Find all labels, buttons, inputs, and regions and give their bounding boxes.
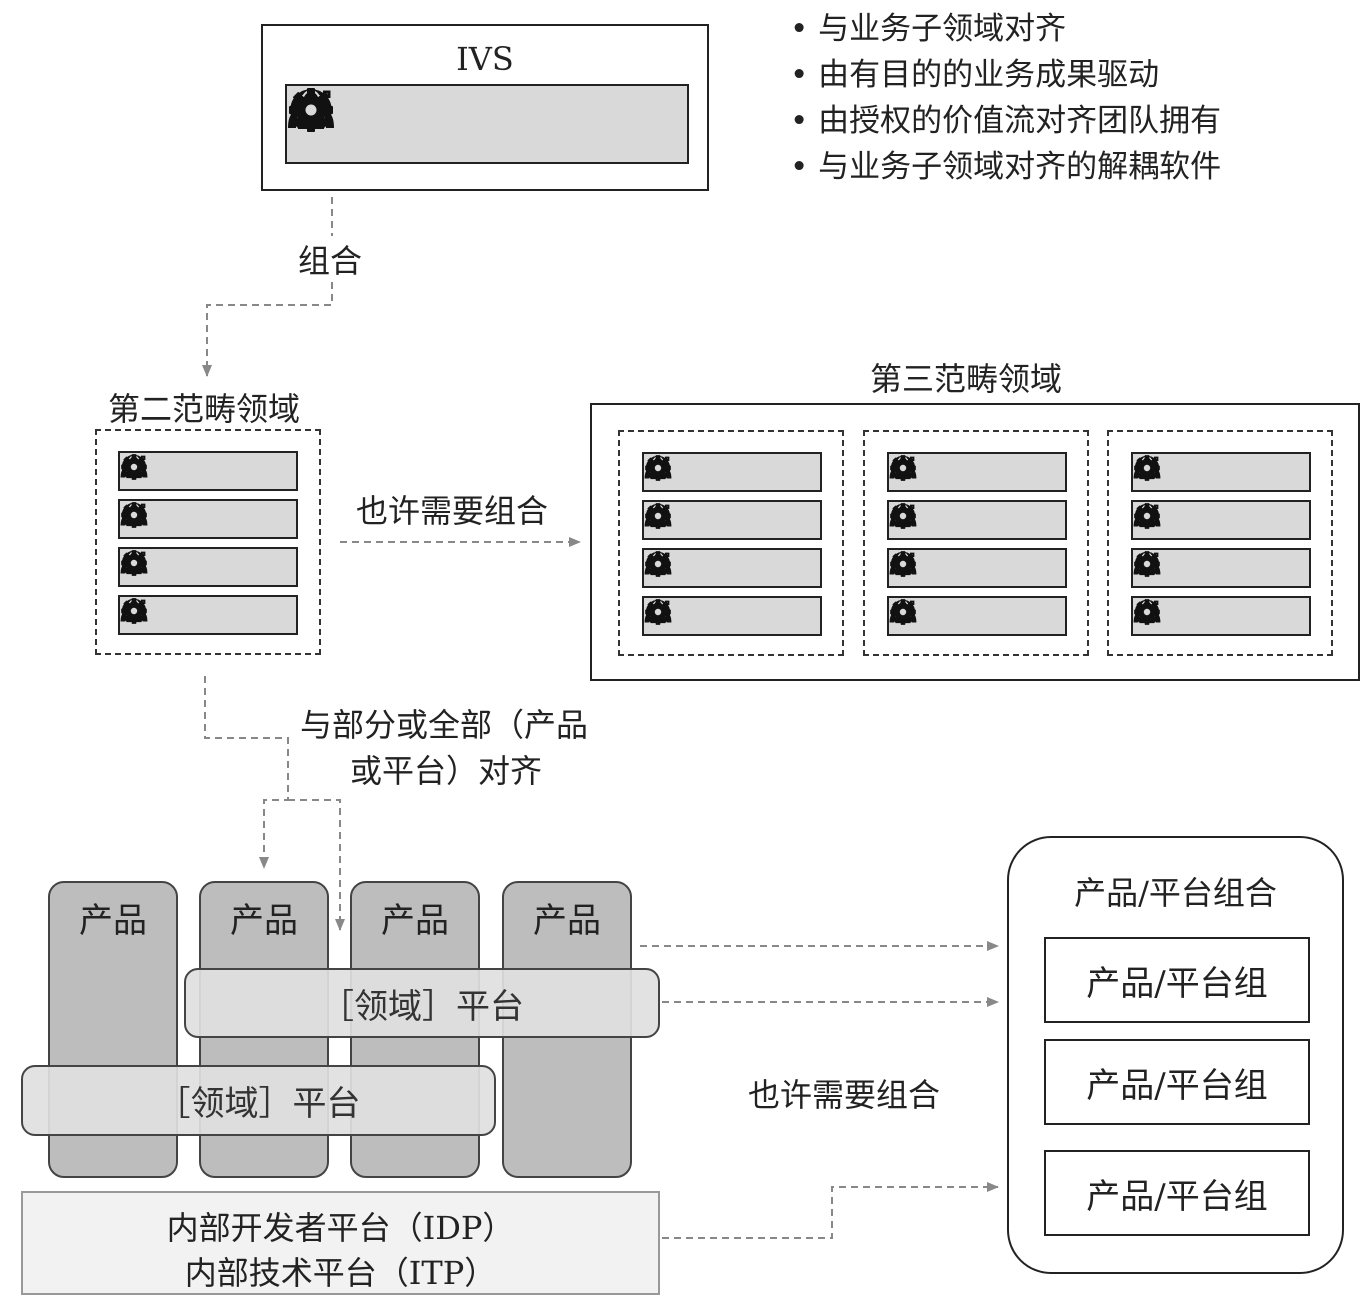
icon-row — [1131, 452, 1311, 492]
icon-row — [1131, 548, 1311, 588]
icon-row — [118, 499, 298, 539]
domain-platform-upper: ［领域］平台 — [184, 968, 660, 1038]
ivs-characteristics-list: • 与业务子领域对齐 • 由有目的的业务成果驱动 • 由授权的价值流对齐团队拥有… — [790, 6, 1221, 190]
second-domain-title: 第二范畴领域 — [108, 390, 301, 428]
bullet-item: • 由授权的价值流对齐团队拥有 — [790, 103, 1222, 139]
icon-row — [642, 452, 822, 492]
bullet-item: • 与业务子领域对齐的解耦软件 — [790, 149, 1222, 185]
third-domain-subdomain — [1107, 430, 1333, 656]
compose-label: 组合 — [298, 236, 363, 282]
product-platform-group: 产品/平台组 — [1044, 1150, 1310, 1236]
product-label: 产品 — [381, 901, 449, 941]
idp-to-group-connector — [662, 1182, 999, 1239]
second-domain-box — [95, 429, 321, 655]
third-domain-box — [590, 403, 1360, 681]
icon-row — [887, 596, 1067, 636]
ivs-title: IVS — [456, 40, 514, 78]
domain-platform-lower: ［领域］平台 — [21, 1065, 496, 1136]
align-label-line1: 与部分或全部（产品 — [300, 706, 589, 744]
icon-row — [642, 500, 822, 540]
second-domain-to-products-connector — [204, 676, 289, 869]
itp-label: 内部技术平台（ITP） — [184, 1254, 497, 1292]
icon-row — [1131, 596, 1311, 636]
second-domain-to-platform-connector — [288, 799, 345, 931]
icon-row — [887, 452, 1067, 492]
maybe-compose-label-top: 也许需要组合 — [356, 492, 549, 530]
product-platform-group: 产品/平台组 — [1044, 1039, 1310, 1125]
third-domain-subdomain — [618, 430, 844, 656]
icon-row — [642, 596, 822, 636]
third-domain-title: 第三范畴领域 — [870, 360, 1063, 398]
ivs-icon-row — [285, 84, 689, 164]
icon-row — [642, 548, 822, 588]
idp-label: 内部开发者平台（IDP） — [166, 1209, 515, 1247]
product-label: 产品 — [79, 901, 147, 941]
product-platform-grouping: 产品/平台组合 产品/平台组 产品/平台组 产品/平台组 — [1007, 836, 1344, 1274]
grouping-title: 产品/平台组合 — [1074, 874, 1277, 912]
icon-row — [1131, 500, 1311, 540]
bullet-item: • 由有目的的业务成果驱动 — [790, 57, 1160, 93]
icon-row — [118, 595, 298, 635]
product-platform-group: 产品/平台组 — [1044, 937, 1310, 1023]
icon-row — [118, 547, 298, 587]
align-label-line2: 或平台）对齐 — [350, 752, 543, 790]
bullet-item: • 与业务子领域对齐 — [790, 11, 1067, 47]
icon-row — [887, 500, 1067, 540]
ivs-to-second-domain-connector — [207, 197, 333, 376]
product-label: 产品 — [533, 901, 601, 941]
icon-row — [118, 451, 298, 491]
icon-row — [887, 548, 1067, 588]
maybe-compose-label-bottom: 也许需要组合 — [748, 1076, 941, 1114]
internal-platform-box: 内部开发者平台（IDP） 内部技术平台（ITP） — [21, 1191, 660, 1295]
ivs-box: IVS — [261, 24, 709, 191]
product-label: 产品 — [230, 901, 298, 941]
third-domain-subdomain — [863, 430, 1089, 656]
